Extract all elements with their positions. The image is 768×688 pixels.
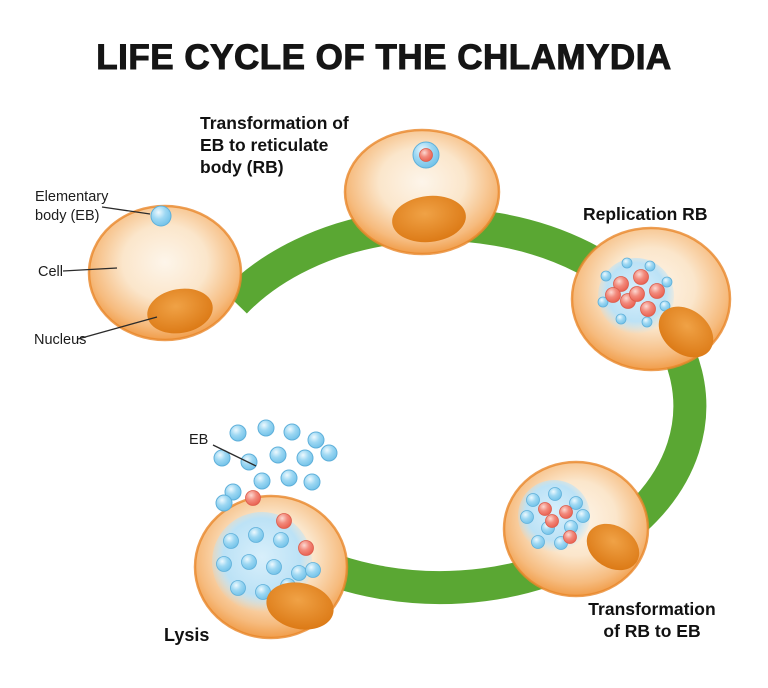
page-title: LIFE CYCLE OF THE CHLAMYDIA	[96, 38, 672, 78]
elementary-body-icon	[150, 205, 172, 227]
nucleus	[586, 523, 640, 571]
label-replication-rb: Replication RB	[583, 204, 708, 224]
callout-cell: Cell	[38, 264, 63, 280]
eb-pointer-line	[212, 444, 257, 467]
rb-dots	[245, 490, 314, 556]
nucleus	[266, 582, 334, 630]
host-cell-transformation	[343, 128, 501, 256]
callout-lines	[62, 206, 257, 467]
rb-dots	[605, 269, 665, 317]
elementary-body-pointer-line	[101, 206, 151, 215]
reticulate-body-icon	[419, 148, 433, 162]
host-cell-entry	[87, 204, 243, 342]
eb-dots	[520, 487, 590, 550]
host-cell-replication	[570, 226, 732, 372]
nucleus-pointer-line	[77, 316, 158, 340]
callout-nucleus: Nucleus	[34, 332, 87, 348]
nucleus	[658, 306, 714, 358]
host-cell-rb-to-eb	[502, 460, 650, 598]
released-eb-dots	[213, 419, 338, 512]
rb-dots	[538, 502, 577, 544]
eb-dots	[597, 257, 673, 328]
label-lysis: Lysis	[164, 625, 210, 645]
callout-elementary-body: Elementary body (EB)	[35, 189, 109, 224]
host-cell-lysis	[193, 490, 349, 640]
nucleus	[392, 195, 466, 243]
label-transformation-eb-to-rb: Transformation of EB to reticulate body …	[200, 113, 349, 177]
callout-eb: EB	[189, 432, 209, 448]
cell-pointer-line	[62, 267, 118, 272]
nucleus	[147, 288, 213, 334]
label-transformation-rb-to-eb: Transformation of RB to EB	[588, 599, 716, 641]
